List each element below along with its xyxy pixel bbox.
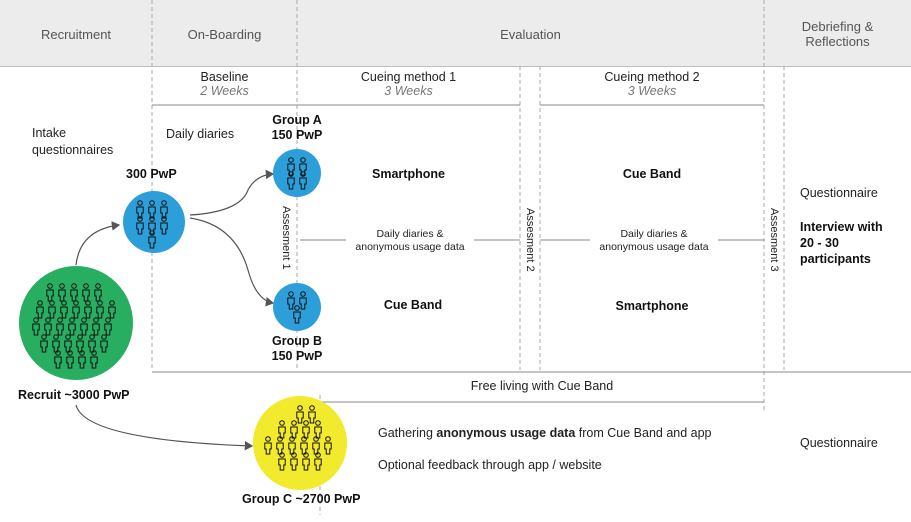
- assessment-2: Assesment 2: [524, 206, 536, 274]
- phase-header: [0, 0, 911, 67]
- diaries-note-2: Daily diaries & anonymous usage data: [590, 228, 718, 254]
- group-c-circle: [253, 396, 347, 490]
- phase-evaluation: Evaluation: [500, 27, 561, 42]
- debrief-questionnaire: Questionnaire: [800, 186, 878, 200]
- cueing1-header: Cueing method 1 3 Weeks: [360, 70, 457, 98]
- assessment-1: Assesment 1: [280, 204, 292, 272]
- group-b-circle: [273, 283, 321, 331]
- recruit-label: Recruit ~3000 PwP: [18, 388, 130, 402]
- group-a-circle: [273, 149, 321, 197]
- cueing2-header: Cueing method 2 3 Weeks: [604, 70, 700, 98]
- optional-feedback-label: Optional feedback through app / website: [378, 458, 602, 472]
- group-b-label: Group B 150 PwP: [271, 334, 323, 363]
- daily-diaries-label: Daily diaries: [166, 127, 235, 141]
- phase-onboarding: On-Boarding: [187, 27, 262, 42]
- baseline-header: Baseline 2 Weeks: [200, 70, 249, 98]
- phase-debriefing: Debriefing & Reflections: [801, 19, 874, 49]
- pwp300-label: 300 PwP: [126, 167, 177, 181]
- group-a-label: Group A 150 PwP: [271, 113, 323, 142]
- phase-recruitment: Recruitment: [40, 27, 112, 42]
- intake-label: Intake questionnaires: [32, 126, 114, 157]
- free-living-label: Free living with Cue Band: [470, 379, 614, 393]
- cueing2-group-b-method: Smartphone: [615, 299, 689, 313]
- cueing1-group-b-method: Cue Band: [383, 298, 443, 312]
- cueing2-group-a-method: Cue Band: [622, 167, 682, 181]
- interview-label: Interview with 20 - 30 participants: [800, 220, 883, 266]
- diaries-note-1: Daily diaries & anonymous usage data: [346, 228, 474, 254]
- assessment-3: Assesment 3: [768, 206, 780, 274]
- cueing1-group-a-method: Smartphone: [372, 167, 445, 181]
- group-c-questionnaire: Questionnaire: [800, 436, 878, 450]
- group-c-label: Group C ~2700 PwP: [242, 492, 361, 506]
- recruit-circle: [19, 266, 133, 380]
- gathering-label: Gathering anonymous usage data from Cue …: [378, 426, 712, 440]
